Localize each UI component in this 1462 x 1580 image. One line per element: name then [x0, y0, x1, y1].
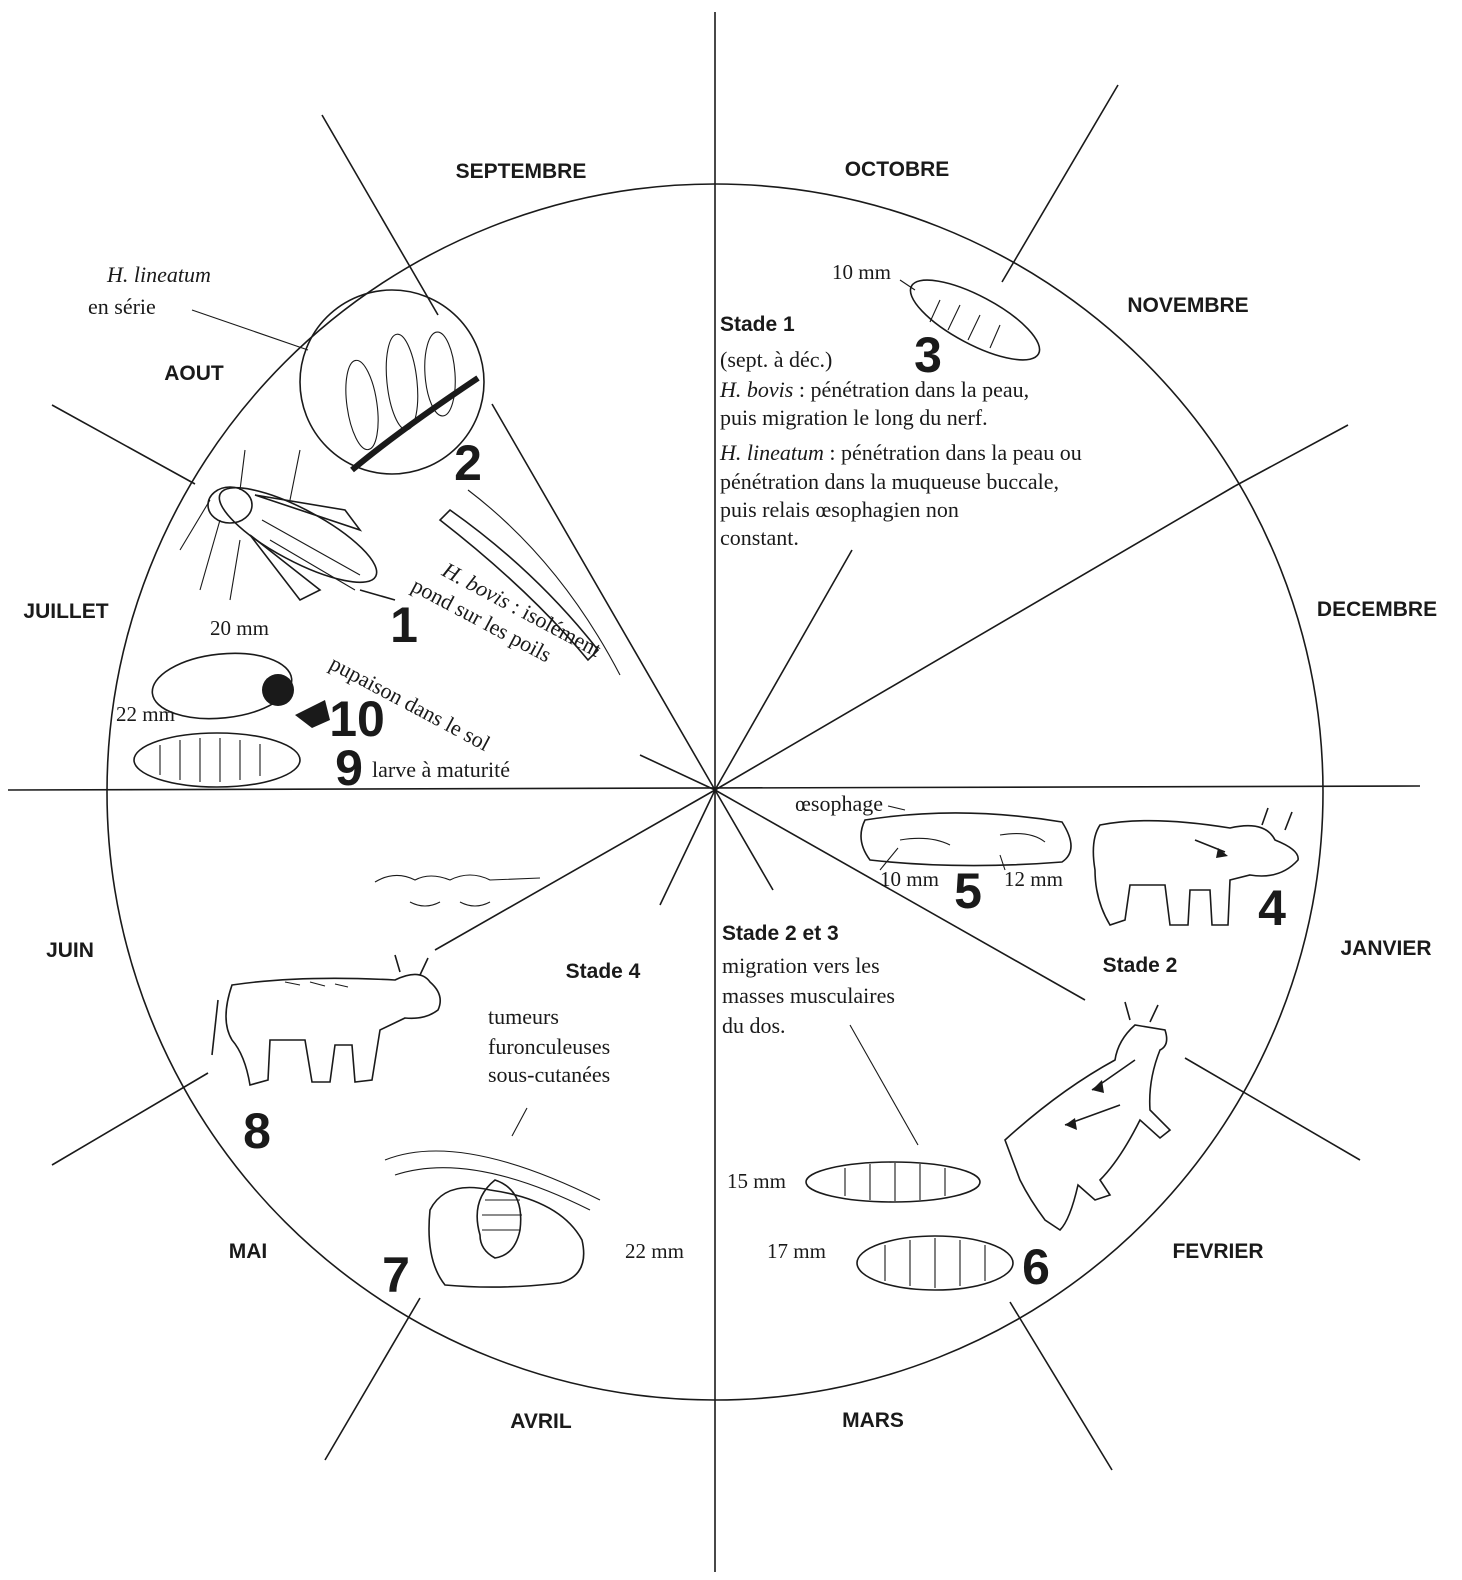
number-1: 1 — [390, 597, 418, 653]
number-6: 6 — [1022, 1239, 1050, 1295]
skin-nodule-illustration — [385, 1151, 600, 1287]
stade2-title: Stade 2 — [1103, 954, 1178, 977]
cow-stage3-illustration — [1005, 1002, 1170, 1230]
number-10: 10 — [329, 691, 385, 747]
stade1-lineatum-3: puis relais œsophagien non — [720, 497, 959, 522]
lineatum-label-text: en série — [88, 294, 156, 319]
stade4-pointer — [512, 1108, 527, 1136]
month-octobre: OCTOBRE — [845, 158, 950, 181]
month-mai: MAI — [229, 1240, 268, 1263]
stade4-title: Stade 4 — [566, 960, 641, 983]
number-7: 7 — [382, 1247, 410, 1303]
measure-17mm: 17 mm — [767, 1239, 826, 1263]
month-aout: AOUT — [164, 362, 224, 385]
measure-20mm: 20 mm — [210, 616, 269, 640]
measure-10mm-oesophage: 10 mm — [880, 867, 939, 891]
month-avril: AVRIL — [510, 1410, 572, 1433]
mature-larva-illustration — [134, 733, 300, 787]
stade23-line3: du dos. — [722, 1013, 786, 1038]
stade4-line3: sous-cutanées — [488, 1062, 610, 1087]
stade1-lineatum: H. lineatum : pénétration dans la peau o… — [719, 440, 1082, 465]
cow-stage4-illustration — [212, 955, 440, 1085]
oesophage-label: œsophage — [795, 791, 883, 816]
lineatum-label-name: H. lineatum — [106, 262, 211, 287]
number-5: 5 — [954, 863, 982, 919]
measure-22mm-bottom: 22 mm — [625, 1239, 684, 1263]
month-novembre: NOVEMBRE — [1127, 294, 1248, 317]
larva-15mm-illustration — [806, 1162, 980, 1202]
month-juin: JUIN — [46, 939, 94, 962]
month-juillet: JUILLET — [23, 600, 108, 623]
stade1-bovis-2: puis migration le long du nerf. — [720, 405, 988, 430]
number-4: 4 — [1258, 880, 1286, 936]
bovis-label-group: H. bovis : isolément pond sur les poils — [408, 548, 606, 687]
month-decembre: DECEMBRE — [1317, 598, 1437, 621]
oesophage-pointer — [888, 806, 905, 810]
stade4-line1: tumeurs — [488, 1004, 559, 1029]
fly-illustration — [180, 450, 395, 600]
month-fevrier: FEVRIER — [1172, 1240, 1263, 1263]
stade1-bovis: H. bovis : pénétration dans la peau, — [719, 377, 1029, 402]
stade23-line2: masses musculaires — [722, 983, 895, 1008]
pupa-illustration — [149, 647, 330, 728]
stade1-lineatum-2: pénétration dans la muqueuse buccale, — [720, 469, 1059, 494]
stade4-line2: furonculeuses — [488, 1034, 610, 1059]
number-3: 3 — [914, 327, 942, 383]
measure-15mm: 15 mm — [727, 1169, 786, 1193]
month-janvier: JANVIER — [1340, 937, 1431, 960]
stade23-title: Stade 2 et 3 — [722, 922, 839, 945]
month-mars: MARS — [842, 1409, 904, 1432]
stade1-title: Stade 1 — [720, 313, 795, 336]
month-septembre: SEPTEMBRE — [456, 160, 587, 183]
lineatum-pointer — [192, 310, 308, 350]
measure-10mm-top: 10 mm — [832, 260, 891, 284]
stade1-period: (sept. à déc.) — [720, 347, 832, 372]
number-8: 8 — [243, 1103, 271, 1159]
measure-22mm-left: 22 mm — [116, 702, 175, 726]
larva-17mm-illustration — [857, 1236, 1013, 1290]
number-9: 9 — [335, 740, 363, 796]
number-2: 2 — [454, 435, 482, 491]
stade1-lineatum-4: constant. — [720, 525, 799, 550]
larve-label: larve à maturité — [372, 757, 510, 782]
stade23-pointer — [850, 1025, 918, 1145]
stade23-line1: migration vers les — [722, 953, 880, 978]
ground-illustration — [375, 875, 540, 906]
measure-12mm: 12 mm — [1004, 867, 1063, 891]
oesophagus-illustration — [861, 813, 1071, 870]
